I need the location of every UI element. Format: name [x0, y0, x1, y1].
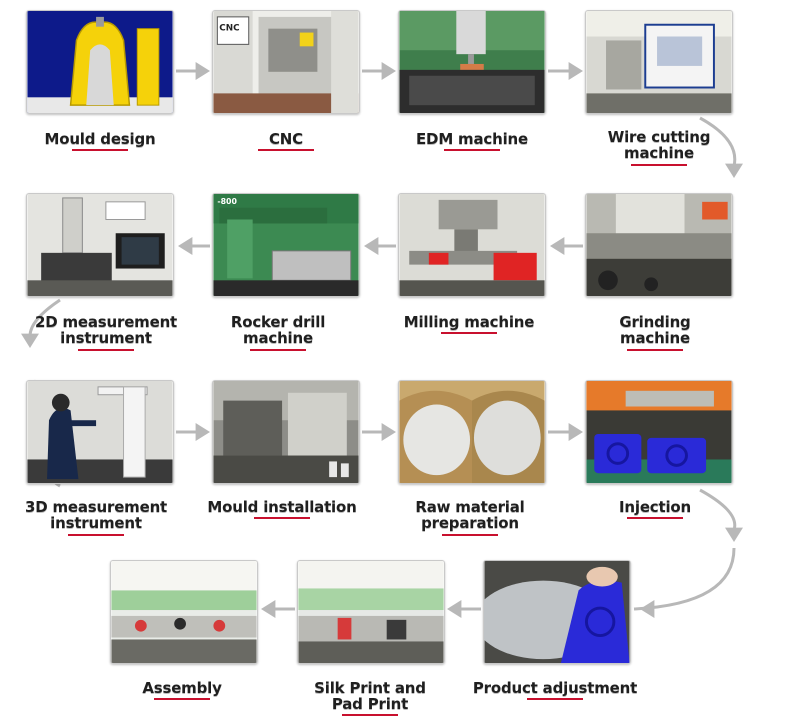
label-2d-measurement-instrument: 2D measurement instrument [34, 313, 178, 347]
injection-image [586, 381, 732, 483]
photo-edm-machine [398, 10, 546, 114]
arrow-head-row2-0 [550, 237, 565, 255]
curve-head-row4-start [640, 600, 655, 618]
curve-row3-to-row4-bottom [633, 547, 736, 611]
3d-measurement-image [27, 381, 173, 483]
photo-wire-cutting-machine [585, 10, 733, 114]
mould-design-image [27, 11, 173, 113]
underline-milling-machine [441, 332, 497, 334]
photo-injection [585, 380, 733, 484]
curve-head-row2-to-row3 [21, 333, 39, 348]
label-milling-machine: Milling machine [403, 313, 535, 331]
photo-assembly [110, 560, 258, 664]
label-injection: Injection [619, 498, 691, 516]
cnc-photo-text: CNC [219, 24, 239, 34]
arrow-head-row4-0 [447, 600, 462, 618]
underline-silk-print-and-pad-print [342, 714, 398, 716]
label-raw-material-preparation: Raw material preparation [415, 498, 525, 532]
mould-installation-image [213, 381, 359, 483]
rocker-drill-photo-text: -800 [217, 197, 237, 206]
label-silk-print-and-pad-print: Silk Print and Pad Print [314, 679, 426, 713]
photo-cnc: CNC [212, 10, 360, 114]
arrow-head-row1-0 [195, 62, 210, 80]
underline-assembly [154, 698, 210, 700]
underline-edm-machine [444, 149, 500, 151]
label-edm-machine: EDM machine [416, 130, 528, 148]
underline-mould-installation [254, 517, 310, 519]
label-product-adjustment: Product adjustment [472, 679, 638, 697]
label-mould-design: Mould design [44, 130, 156, 148]
photo-product-adjustment [483, 560, 631, 664]
label-assembly: Assembly [142, 679, 222, 697]
label-grinding-machine: Grinding machine [619, 313, 691, 347]
product-adjustment-image [484, 561, 630, 663]
underline-injection [627, 517, 683, 519]
label-rocker-drill-machine: Rocker drill machine [230, 313, 326, 347]
arrow-head-row1-2 [568, 62, 583, 80]
underline-cnc [258, 149, 314, 151]
wire-cutting-image [586, 11, 732, 113]
arrow-head-row3-2 [568, 423, 583, 441]
cnc-image: CNC [213, 11, 359, 113]
underline-mould-design [72, 149, 128, 151]
photo-milling-machine [398, 193, 546, 297]
label-mould-installation: Mould installation [207, 498, 357, 516]
milling-machine-image [399, 194, 545, 296]
curve-row3-to-row4-top [699, 488, 737, 531]
edm-machine-image [399, 11, 545, 113]
curve-row2-to-row3 [28, 298, 61, 337]
underline-grinding-machine [627, 349, 683, 351]
photo-silk-print-and-pad-print [297, 560, 445, 664]
underline-3d-measurement-instrument [68, 534, 124, 536]
photo-2d-measurement-instrument [26, 193, 174, 297]
label-cnc: CNC [269, 130, 303, 148]
underline-raw-material-preparation [442, 534, 498, 536]
2d-measurement-image [27, 194, 173, 296]
curve-head-row3-to-row4 [725, 527, 743, 542]
photo-mould-installation [212, 380, 360, 484]
arrow-head-row1-1 [381, 62, 396, 80]
arrow-head-row4-1 [261, 600, 276, 618]
grinding-machine-image [586, 194, 732, 296]
underline-rocker-drill-machine [250, 349, 306, 351]
assembly-image [111, 561, 257, 663]
underline-wire-cutting-machine [631, 164, 687, 166]
underline-2d-measurement-instrument [78, 349, 134, 351]
photo-rocker-drill-machine: -800 [212, 193, 360, 297]
curve-row1-to-row2 [699, 116, 737, 167]
photo-raw-material-preparation [398, 380, 546, 484]
curve-head-row1-to-row2 [725, 163, 743, 178]
arrow-head-row2-1 [364, 237, 379, 255]
rocker-drill-image: -800 [213, 194, 359, 296]
raw-material-image [399, 381, 545, 483]
photo-grinding-machine [585, 193, 733, 297]
underline-product-adjustment [527, 698, 583, 700]
arrow-head-row3-1 [381, 423, 396, 441]
photo-mould-design [26, 10, 174, 114]
arrow-head-row3-0 [195, 423, 210, 441]
label-3d-measurement-instrument: 3D measurement instrument [24, 498, 168, 532]
silk-print-image [298, 561, 444, 663]
photo-3d-measurement-instrument [26, 380, 174, 484]
label-wire-cutting-machine: Wire cutting machine [607, 128, 711, 162]
arrow-head-row2-2 [178, 237, 193, 255]
